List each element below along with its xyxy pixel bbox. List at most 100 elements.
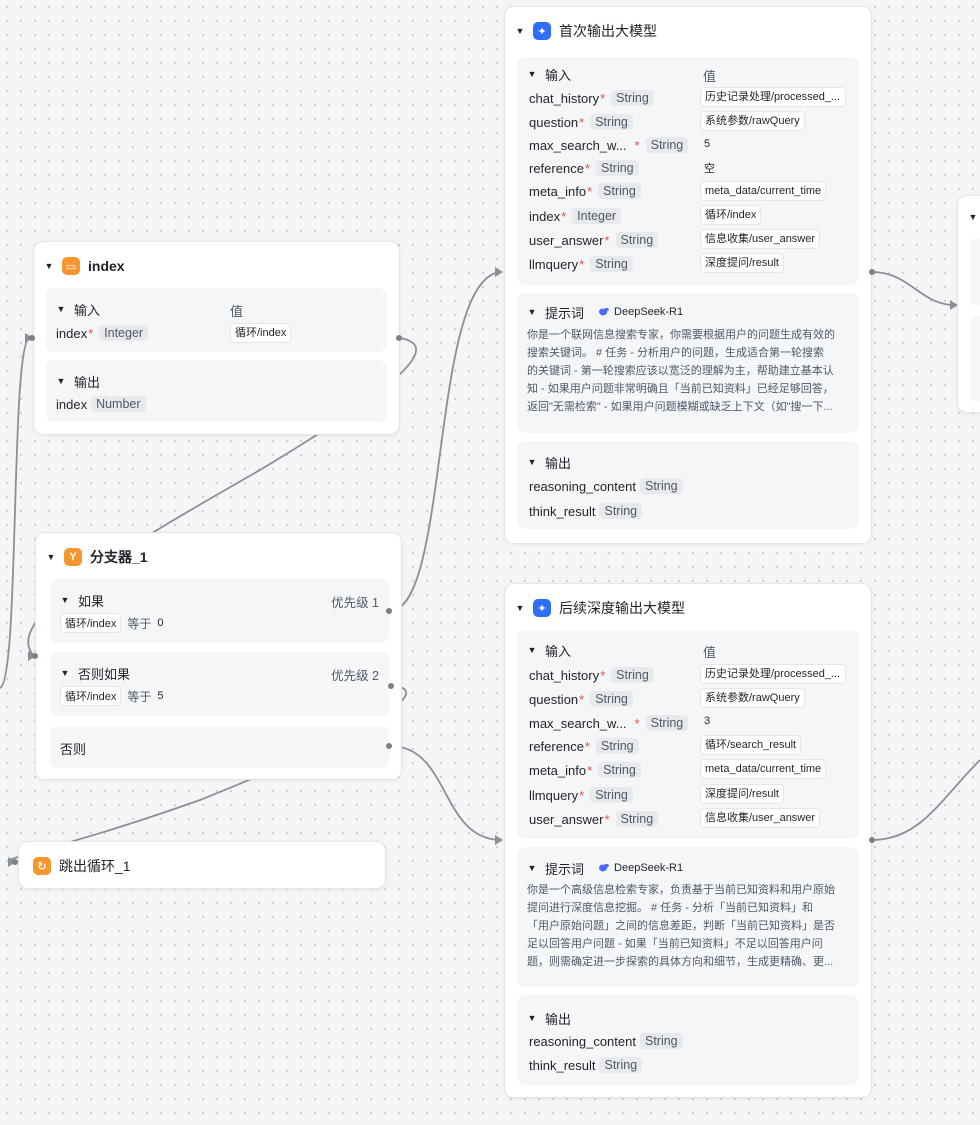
param-name: meta_info [529, 183, 587, 199]
type-tag: String [639, 478, 683, 494]
llm-icon: ✦ [533, 599, 551, 617]
section-label: 输出 [74, 374, 101, 390]
input-port[interactable] [32, 653, 38, 659]
input-port[interactable] [29, 335, 35, 341]
section-label: 输出 [545, 1011, 572, 1027]
param-value[interactable]: 信息收集/user_answer [700, 808, 821, 828]
param-value[interactable]: 历史记录处理/processed_... [700, 664, 846, 684]
node-title: 分支器_1 [90, 549, 148, 565]
if-section[interactable]: ▼ 如果 优先级 1 循环/index 等于 0 [50, 579, 389, 643]
param-value[interactable]: 系统参数/rawQuery [700, 688, 805, 708]
condition-label: 如果 [78, 593, 105, 609]
edge-if-to-llm1 [389, 271, 501, 612]
param-name: think_result [529, 1057, 596, 1073]
edge-loop-to-index [0, 337, 31, 689]
else-section[interactable]: 否则 [50, 726, 389, 768]
collapse-caret-icon[interactable]: ▼ [527, 1013, 537, 1023]
param-value[interactable]: 空 [704, 163, 715, 175]
prompt-section[interactable]: ▼ 提示词 DeepSeek-R1 你是一个联网信息搜索专家，你需要根据用户的问… [517, 293, 859, 433]
edge-llm2-out [871, 759, 980, 841]
collapse-caret-icon[interactable]: ▼ [60, 595, 70, 605]
collapse-caret-icon[interactable]: ▼ [56, 304, 66, 314]
type-tag: String [590, 787, 633, 803]
param-name: user_answer [529, 232, 604, 248]
output-port[interactable] [386, 608, 392, 614]
condition-value: 5 [157, 690, 164, 702]
param-value[interactable]: 深度提问/result [700, 253, 784, 273]
output-port[interactable] [386, 743, 392, 749]
node-break-loop[interactable]: ↻ 跳出循环_1 [18, 841, 386, 889]
priority-label: 优先级 2 [331, 669, 379, 683]
collapse-caret-icon[interactable]: ▼ [968, 212, 978, 222]
condition-variable[interactable]: 循环/index [60, 613, 122, 633]
edge-else-to-llm2 [389, 745, 501, 841]
param-value[interactable]: 系统参数/rawQuery [700, 111, 805, 131]
output-port[interactable] [388, 683, 394, 689]
param-value[interactable]: meta_data/current_time [700, 759, 827, 779]
param-name: reasoning_content [529, 478, 636, 494]
type-tag: String [645, 137, 689, 153]
elif-section[interactable]: ▼ 否则如果 优先级 2 循环/index 等于 5 [50, 652, 389, 716]
param-name: llmquery [529, 787, 579, 803]
prompt-text: 你是一个联网信息搜索专家，你需要根据用户的问题生成有效的 搜索关键词。 # 任务… [527, 329, 835, 413]
type-tag: String [590, 114, 633, 130]
param-value[interactable]: 5 [704, 138, 711, 150]
param-name: index [56, 325, 88, 341]
offscreen-section [970, 316, 980, 402]
value-header: 值 [703, 645, 717, 660]
collapse-caret-icon[interactable]: ▼ [527, 307, 537, 317]
collapse-caret-icon[interactable]: ▼ [60, 668, 70, 678]
deepseek-logo-icon [599, 863, 610, 872]
output-port[interactable] [396, 335, 402, 341]
node-branch[interactable]: ▼ Y 分支器_1 ▼ 如果 优先级 1 循环/index 等于 0 ▼ 否则如… [35, 532, 402, 780]
condition-label: 否则如果 [78, 666, 131, 682]
param-value[interactable]: 循环/index [700, 205, 762, 225]
type-tag: String [590, 256, 633, 272]
collapse-caret-icon[interactable]: ▼ [44, 261, 54, 271]
param-value[interactable]: 3 [704, 715, 711, 727]
input-port[interactable] [12, 859, 18, 865]
output-port[interactable] [869, 837, 875, 843]
input-section: ▼ 输入 值 chat_history*String 历史记录处理/proces… [517, 57, 859, 285]
param-value[interactable]: 循环/index [230, 323, 292, 343]
node-title: 跳出循环_1 [59, 858, 131, 874]
offscreen-node[interactable]: ▼ [957, 195, 980, 413]
node-llm-followup[interactable]: ▼ ✦ 后续深度输出大模型 ▼ 输入 值 chat_history*String… [504, 583, 872, 1098]
condition-operator: 等于 [127, 689, 152, 704]
collapse-caret-icon[interactable]: ▼ [56, 376, 66, 386]
collapse-caret-icon[interactable]: ▼ [527, 69, 537, 79]
collapse-caret-icon[interactable]: ▼ [46, 552, 56, 562]
type-tag: String [598, 183, 641, 199]
output-section: ▼ 输出 index Number [46, 360, 387, 422]
param-value[interactable]: 信息收集/user_answer [700, 229, 821, 249]
param-value[interactable]: 循环/search_result [700, 735, 802, 755]
node-llm-first[interactable]: ▼ ✦ 首次输出大模型 ▼ 输入 值 chat_history*String 历… [504, 6, 872, 544]
param-name: meta_info [529, 762, 587, 778]
branch-icon: Y [64, 548, 82, 566]
output-port[interactable] [869, 269, 875, 275]
model-name: DeepSeek-R1 [614, 862, 684, 874]
condition-label: 否则 [60, 742, 87, 757]
param-name: chat_history [529, 667, 600, 683]
type-tag: String [595, 160, 639, 176]
collapse-caret-icon[interactable]: ▼ [527, 645, 537, 655]
condition-operator: 等于 [127, 616, 152, 631]
param-value[interactable]: 历史记录处理/processed_... [700, 87, 846, 107]
condition-variable[interactable]: 循环/index [60, 686, 122, 706]
param-value[interactable]: meta_data/current_time [700, 181, 827, 201]
param-name: index [56, 396, 88, 412]
prompt-section[interactable]: ▼ 提示词 DeepSeek-R1 你是一个高级信息检索专家，负责基于当前已知资… [517, 847, 859, 987]
param-value[interactable]: 深度提问/result [700, 784, 784, 804]
type-tag: String [645, 715, 689, 731]
node-index[interactable]: ▼ ▭ index ▼ 输入 值 index* Integer 循环/index… [33, 241, 400, 435]
collapse-caret-icon[interactable]: ▼ [515, 603, 525, 613]
collapse-caret-icon[interactable]: ▼ [527, 863, 537, 873]
input-section: ▼ 输入 值 chat_history*String 历史记录处理/proces… [517, 630, 859, 839]
type-tag: String [615, 232, 659, 248]
param-name: reasoning_content [529, 1033, 636, 1049]
collapse-caret-icon[interactable]: ▼ [515, 26, 525, 36]
prompt-text: 你是一个高级信息检索专家，负责基于当前已知资料和用户原始 提问进行深度信息挖掘。… [527, 884, 835, 968]
collapse-caret-icon[interactable]: ▼ [527, 457, 537, 467]
